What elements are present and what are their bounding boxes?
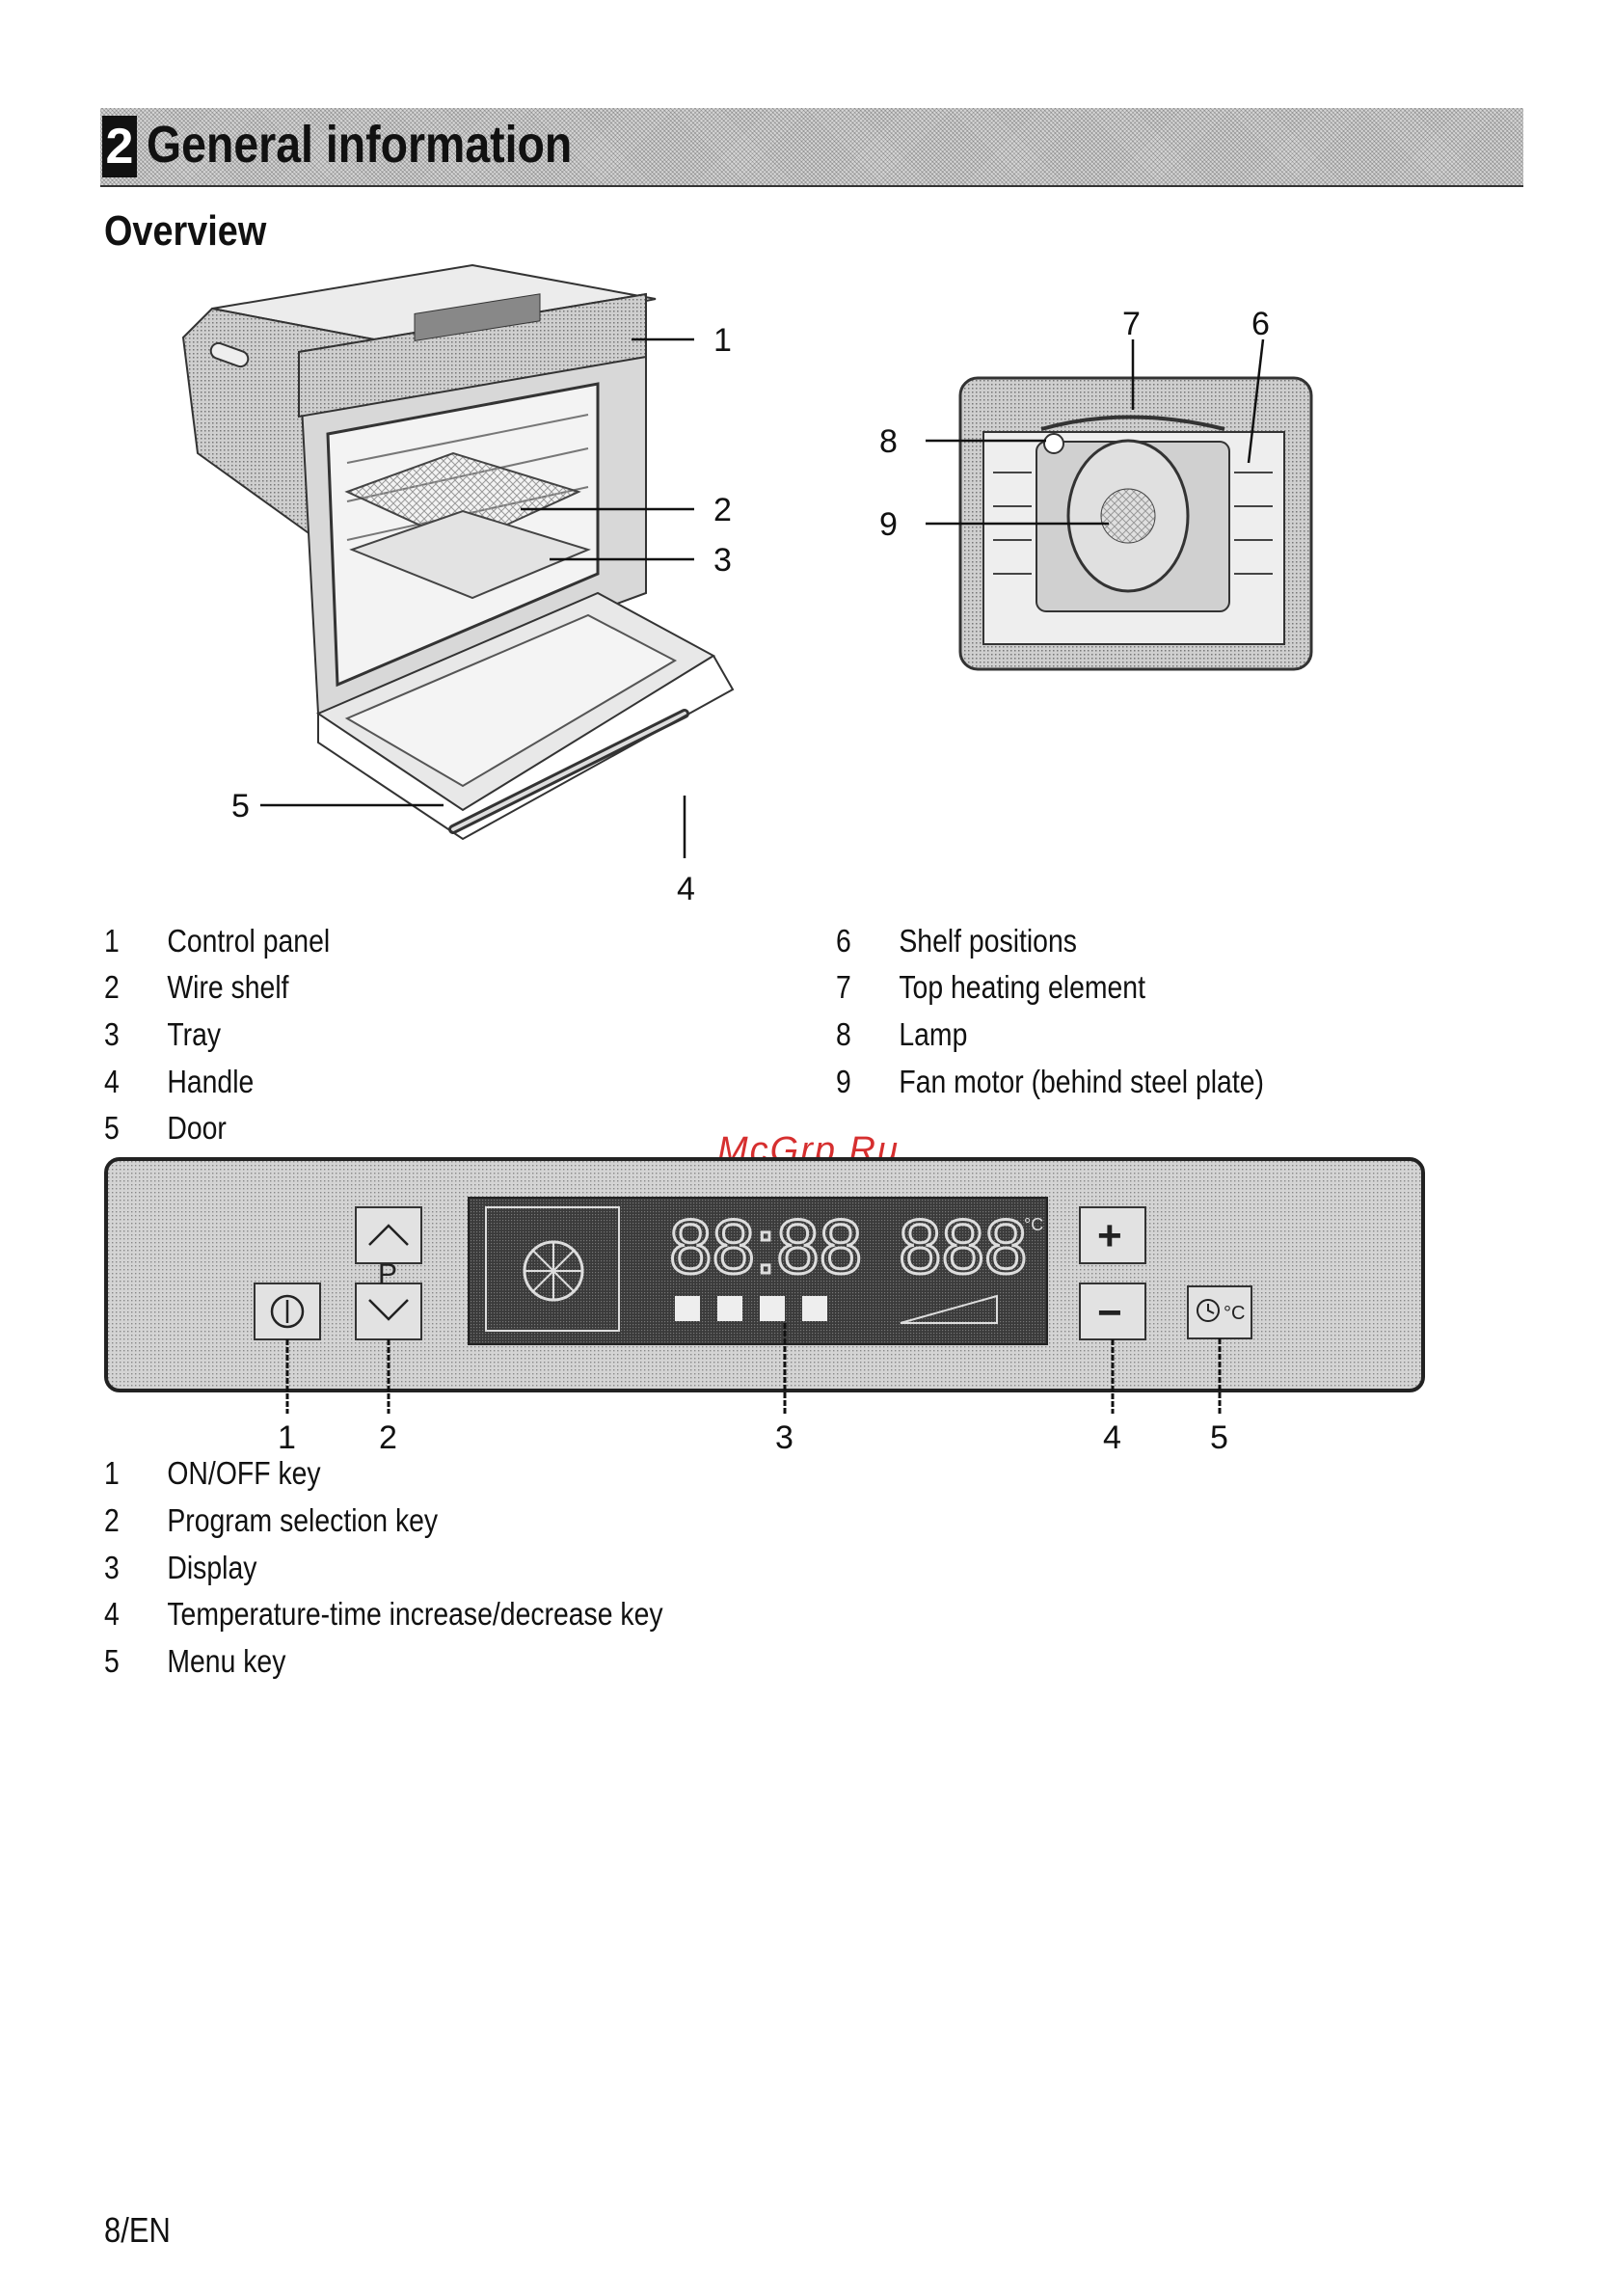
- svg-text:°C: °C: [1224, 1303, 1245, 1324]
- callout-7: 7: [1122, 306, 1141, 342]
- menu-key: °C: [1187, 1285, 1252, 1339]
- panel-callout-2: 2: [379, 1419, 397, 1456]
- page-number: 8/EN: [104, 2210, 171, 2250]
- svg-text:888: 888: [899, 1203, 1027, 1289]
- callout-4: 4: [677, 871, 695, 907]
- tray: [349, 509, 591, 600]
- plus-key: +: [1079, 1206, 1146, 1264]
- oven-interior-illustration: 7 6 8 9: [879, 306, 1313, 671]
- lamp: [1043, 433, 1064, 454]
- panel-callout-3: 3: [775, 1419, 794, 1456]
- panel-callout-1: 1: [278, 1419, 296, 1456]
- overview-heading: Overview: [104, 207, 267, 255]
- display-temp-unit: °C: [1024, 1215, 1043, 1234]
- control-panel-illustration: P 88:88 888 °C + − °C: [104, 1157, 1425, 1456]
- program-selection-key: P: [355, 1206, 422, 1340]
- callout-8: 8: [879, 423, 898, 460]
- svg-text:−: −: [1097, 1289, 1122, 1337]
- panel-callout-4: 4: [1103, 1419, 1121, 1456]
- section-title: General information: [147, 116, 573, 174]
- section-number-badge: 2: [102, 116, 137, 177]
- minus-key: −: [1079, 1283, 1146, 1340]
- svg-text:+: +: [1097, 1212, 1122, 1259]
- section-header-bar: [100, 108, 1523, 187]
- oven-illustration: 1 2 3 4 5: [181, 263, 735, 907]
- callout-5: 5: [231, 788, 250, 824]
- program-key-letter: P: [378, 1258, 397, 1290]
- display: 88:88 888 °C: [468, 1197, 1048, 1345]
- on-off-key: [254, 1283, 321, 1340]
- callout-2: 2: [713, 492, 732, 528]
- callout-3: 3: [713, 542, 732, 579]
- panel-callout-5: 5: [1210, 1419, 1228, 1456]
- callout-9: 9: [879, 506, 898, 543]
- callout-1: 1: [713, 322, 732, 359]
- callout-6: 6: [1251, 306, 1270, 342]
- svg-text:88:88: 88:88: [669, 1203, 862, 1289]
